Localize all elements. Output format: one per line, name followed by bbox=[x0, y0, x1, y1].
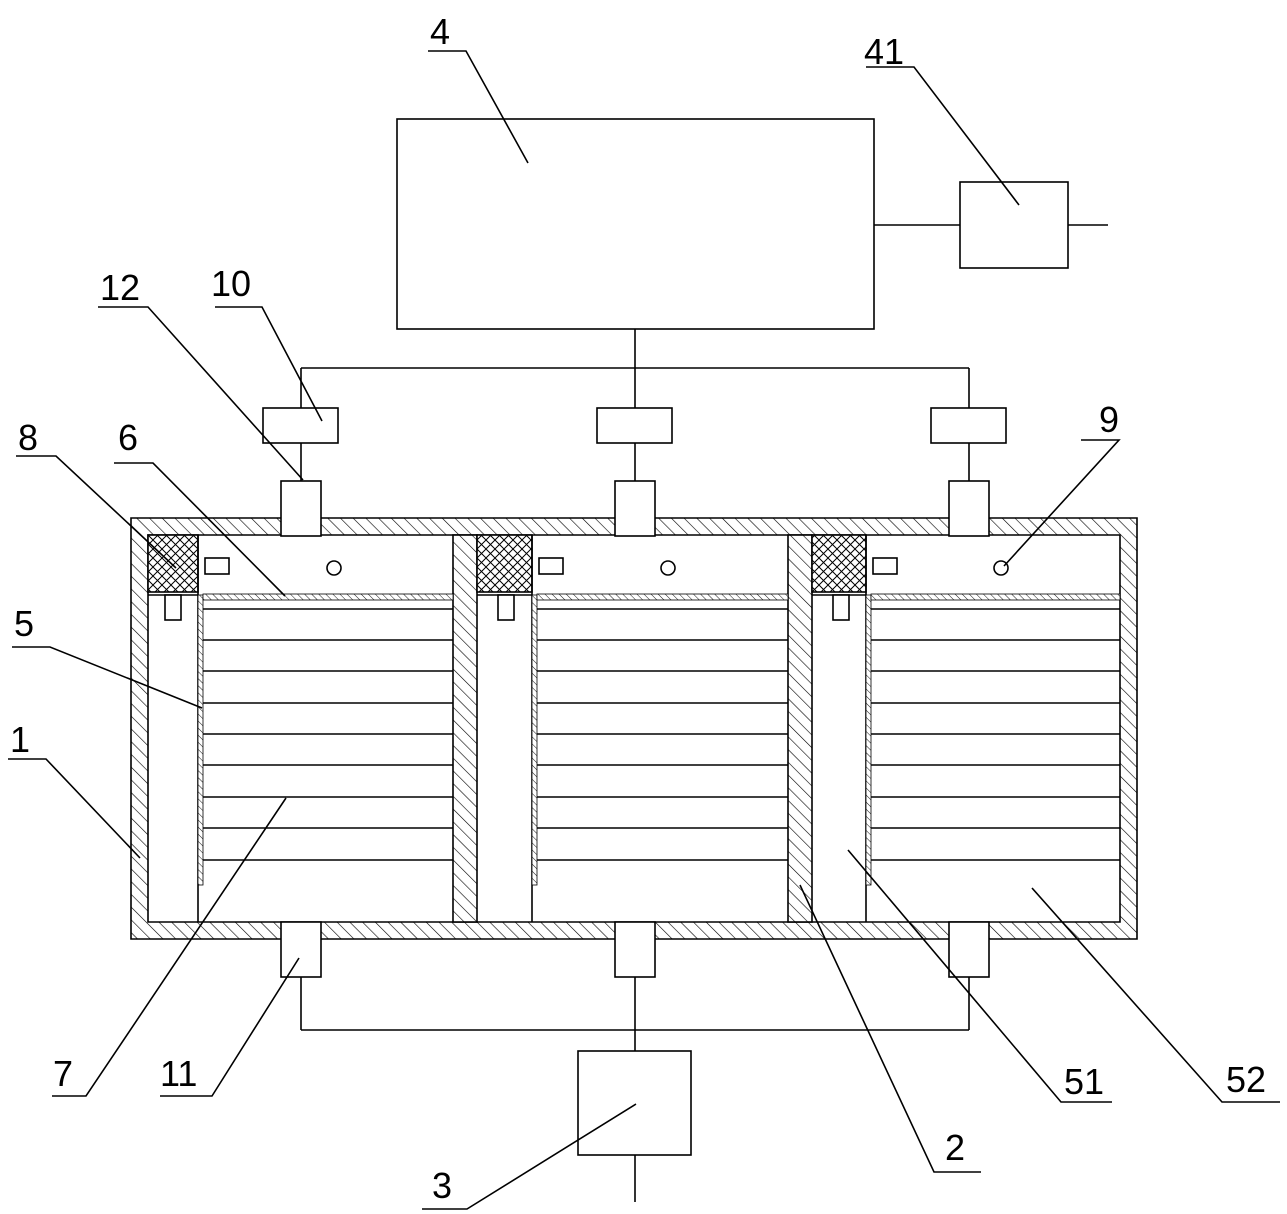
partition-wall-2 bbox=[787, 534, 813, 923]
partition-wall-1 bbox=[452, 534, 478, 923]
seal-block bbox=[476, 534, 533, 593]
label-1: 1 bbox=[10, 719, 30, 760]
electrode-plate bbox=[870, 593, 1121, 601]
pump bbox=[959, 181, 1069, 269]
top-connector-2 bbox=[614, 480, 656, 537]
label-11: 11 bbox=[160, 1053, 197, 1094]
label-5: 5 bbox=[14, 603, 34, 644]
collector-box bbox=[577, 1050, 692, 1156]
label-8: 8 bbox=[18, 417, 38, 458]
label-9: 9 bbox=[1099, 399, 1119, 440]
leader-lines bbox=[8, 50, 1280, 1210]
cell-1 bbox=[147, 534, 454, 922]
tank bbox=[396, 118, 875, 330]
vent-hole bbox=[660, 560, 676, 576]
electrode-plate bbox=[536, 593, 789, 601]
label-51: 51 bbox=[1064, 1061, 1104, 1102]
clip-tab bbox=[538, 557, 564, 575]
top-connector-3 bbox=[948, 480, 990, 537]
plate-stack bbox=[203, 608, 453, 861]
pump-assembly bbox=[874, 181, 1108, 269]
separator-membrane bbox=[197, 594, 204, 886]
vent-hole bbox=[326, 560, 342, 576]
label-6: 6 bbox=[118, 417, 138, 458]
clip-tab bbox=[872, 557, 898, 575]
label-10: 10 bbox=[211, 263, 251, 304]
cell-2 bbox=[476, 534, 789, 922]
electrode-plate bbox=[202, 593, 454, 601]
valve-3 bbox=[930, 407, 1007, 444]
valve-2 bbox=[596, 407, 673, 444]
bottom-connector-2 bbox=[614, 921, 656, 978]
seal-block bbox=[147, 534, 199, 593]
seal-block bbox=[811, 534, 867, 593]
bottom-connector-3 bbox=[948, 921, 990, 978]
label-12: 12 bbox=[100, 267, 140, 308]
label-52: 52 bbox=[1226, 1059, 1266, 1100]
label-4: 4 bbox=[430, 11, 450, 52]
bottom-connector-1 bbox=[280, 921, 322, 978]
label-41: 41 bbox=[864, 31, 904, 72]
plate-stack bbox=[537, 608, 788, 861]
plate-stack bbox=[871, 608, 1120, 861]
label-7: 7 bbox=[53, 1053, 73, 1094]
lower-piping bbox=[300, 977, 970, 1202]
top-connector-1 bbox=[280, 480, 322, 537]
pin bbox=[497, 594, 515, 621]
pin bbox=[832, 594, 850, 621]
label-2: 2 bbox=[945, 1127, 965, 1168]
valve-1 bbox=[262, 407, 339, 444]
separator-membrane bbox=[865, 594, 872, 886]
pin bbox=[164, 594, 182, 621]
housing bbox=[130, 517, 1138, 940]
upper-piping bbox=[300, 329, 970, 481]
clip-tab bbox=[204, 557, 230, 575]
label-3: 3 bbox=[432, 1165, 452, 1206]
separator-membrane bbox=[531, 594, 538, 886]
cell-3 bbox=[811, 534, 1121, 922]
